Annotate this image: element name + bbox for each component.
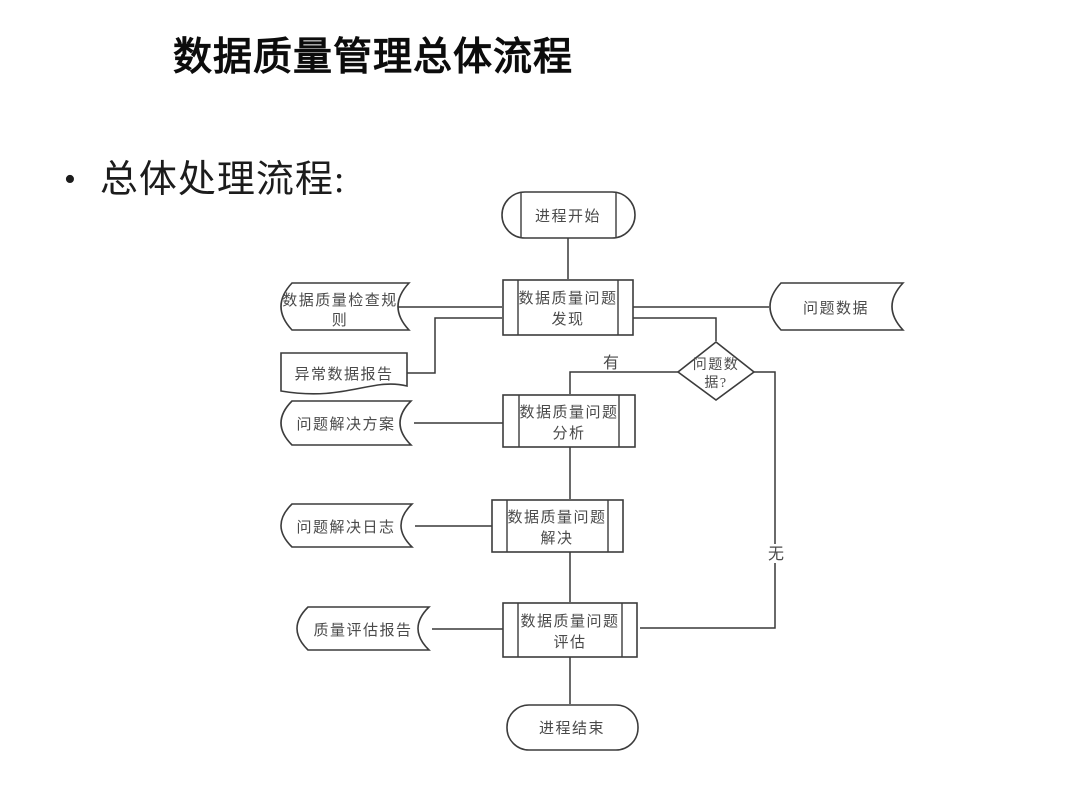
node-decision-problem-data: 问题数 据?: [676, 340, 756, 401]
node-label: 异常数据报告: [294, 366, 393, 383]
node-eval-report: 质量评估报告: [296, 606, 431, 651]
arrow-discover-to-decision: [633, 317, 717, 341]
terminator-shape: [501, 191, 636, 239]
process-shape: [502, 279, 634, 336]
stored-data-shape: [769, 282, 905, 331]
node-label: 进程结束: [539, 720, 605, 737]
node-label: 进程开始: [535, 208, 601, 225]
arrow-decision-yes-to-analyze: [569, 371, 678, 394]
decision-shape: [676, 340, 756, 401]
node-label: 分析: [552, 425, 585, 442]
node-check-rules: 数据质量检查规 则: [280, 282, 411, 331]
node-label: 问题解决方案: [296, 415, 395, 433]
stored-data-shape: [280, 503, 414, 548]
branch-yes-label: 有: [603, 354, 619, 372]
node-problem-data: 问题数据: [769, 282, 905, 331]
node-label: 解决: [540, 530, 573, 547]
arrow-decision-no-to-evaluate: [640, 371, 776, 629]
node-label: 数据质量问题: [507, 509, 606, 526]
node-solution: 问题解决方案: [280, 400, 413, 446]
stored-data-shape: [296, 606, 431, 651]
node-label: 数据质量问题: [520, 613, 619, 630]
terminator-shape: [506, 704, 639, 751]
node-process-end: 进程结束: [506, 704, 639, 751]
bullet-icon: •: [64, 161, 76, 198]
node-label: 数据质量问题: [518, 290, 617, 307]
node-process-start: 进程开始: [501, 191, 636, 239]
bullet-label: 总体处理流程:: [99, 159, 346, 201]
bullet-line: • 总体处理流程:: [64, 156, 345, 204]
document-shape: [280, 352, 408, 395]
node-label: 则: [332, 312, 349, 329]
stored-data-shape: [280, 282, 411, 331]
page-title: 数据质量管理总体流程: [173, 36, 574, 79]
branch-no-label: 无: [768, 546, 784, 563]
node-label: 质量评估报告: [313, 622, 412, 639]
branch-no-label-bg: [767, 544, 785, 563]
node-label: 评估: [553, 634, 586, 651]
process-shape: [502, 394, 636, 448]
node-resolve: 数据质量问题 解决: [491, 499, 624, 553]
node-resolution-log: 问题解决日志: [280, 503, 414, 548]
arrow-report-to-discover: [407, 317, 502, 374]
flow-connectors: [398, 238, 776, 704]
node-label: 问题数: [693, 357, 740, 373]
node-label: 数据质量问题: [519, 404, 618, 421]
node-label: 发现: [551, 311, 584, 328]
node-label: 数据质量检查规: [282, 292, 398, 309]
node-evaluate: 数据质量问题 评估: [502, 602, 638, 658]
stored-data-shape: [280, 400, 413, 446]
process-shape: [491, 499, 624, 553]
node-analyze: 数据质量问题 分析: [502, 394, 636, 448]
node-label: 问题解决日志: [296, 519, 395, 536]
node-label: 问题数据: [803, 300, 869, 317]
process-shape: [502, 602, 638, 658]
node-abnormal-report: 异常数据报告: [280, 352, 408, 395]
node-label: 据?: [704, 375, 727, 391]
node-discover: 数据质量问题 发现: [502, 279, 634, 336]
